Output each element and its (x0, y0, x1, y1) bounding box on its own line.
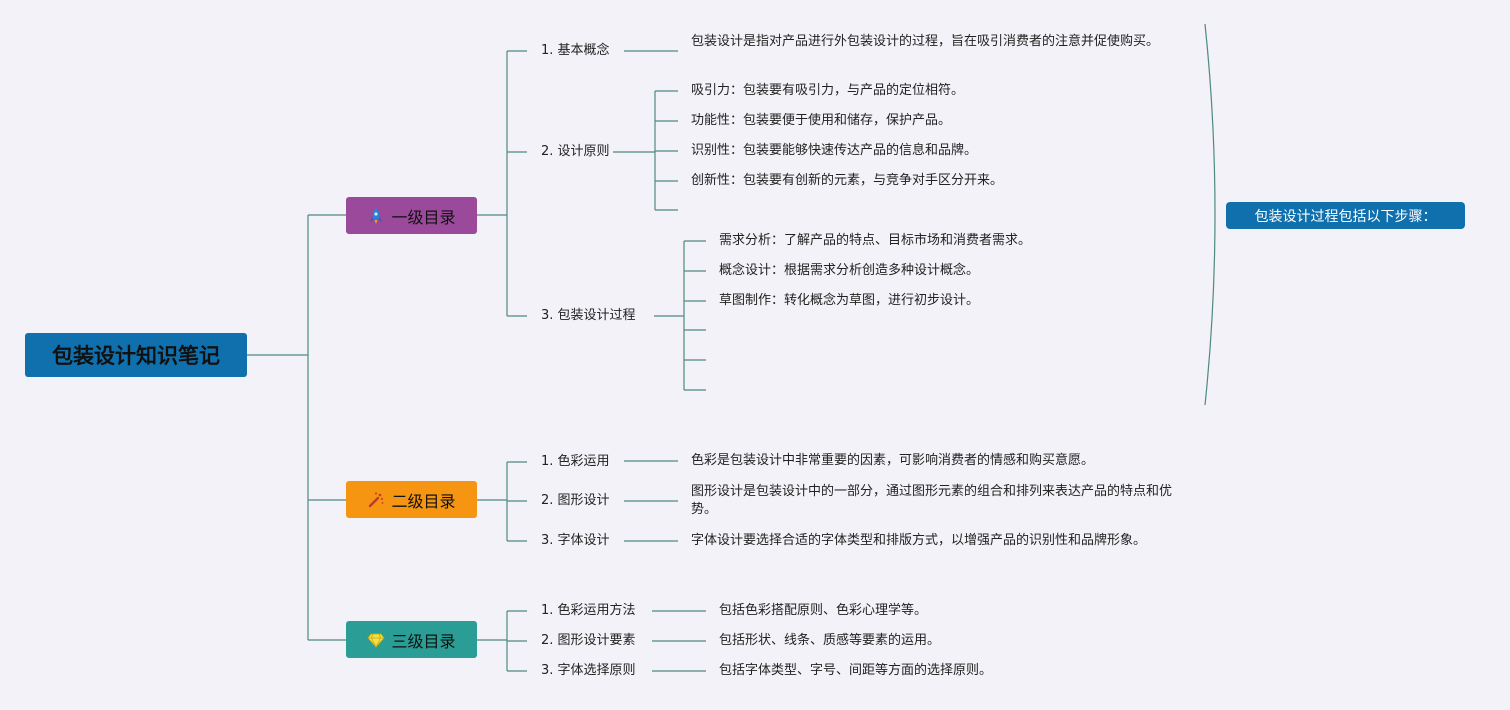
diamond-icon (367, 631, 386, 649)
leaf-process-needs[interactable]: 需求分析：了解产品的特点、目标市场和消费者需求。 (717, 232, 1034, 250)
subtopic-basic-concept[interactable]: 1. 基本概念 (539, 43, 612, 59)
leaf-process-concept[interactable]: 概念设计：根据需求分析创造多种设计概念。 (717, 262, 982, 280)
leaf-font-design[interactable]: 字体设计要选择合适的字体类型和排版方式，以增强产品的识别性和品牌形象。 (689, 532, 1149, 550)
leaf-principle-attraction[interactable]: 吸引力：包装要有吸引力，与产品的定位相符。 (689, 82, 967, 100)
subtopic-design-principles[interactable]: 2. 设计原则 (539, 144, 612, 160)
summary-callout[interactable]: 包装设计过程包括以下步骤： (1226, 202, 1465, 229)
rocket-icon (367, 207, 385, 225)
leaf-principle-function[interactable]: 功能性：包装要便于使用和储存，保护产品。 (689, 112, 954, 130)
branch-level-3[interactable]: 三级目录 (346, 621, 477, 658)
subtopic-font-principles[interactable]: 3. 字体选择原则 (539, 663, 638, 679)
branch-level-1-label: 一级目录 (391, 207, 456, 227)
branch-level-2[interactable]: 二级目录 (346, 481, 477, 518)
leaf-graphic-design[interactable]: 图形设计是包装设计中的一部分，通过图形元素的组合和排列来表达产品的特点和优势。 (689, 483, 1193, 519)
subtopic-color-methods[interactable]: 1. 色彩运用方法 (539, 603, 638, 619)
subtopic-font-design[interactable]: 3. 字体设计 (539, 533, 612, 549)
leaf-principle-identity[interactable]: 识别性：包装要能够快速传达产品的信息和品牌。 (689, 142, 980, 160)
leaf-color-methods[interactable]: 包括色彩搭配原则、色彩心理学等。 (717, 602, 930, 620)
branch-level-2-label: 二级目录 (391, 491, 456, 511)
branch-level-3-label: 三级目录 (391, 631, 456, 651)
summary-callout-label: 包装设计过程包括以下步骤： (1254, 208, 1437, 225)
leaf-principle-innovation[interactable]: 创新性：包装要有创新的元素，与竞争对手区分开来。 (689, 172, 1006, 190)
leaf-color-usage[interactable]: 色彩是包装设计中非常重要的因素，可影响消费者的情感和购买意愿。 (689, 452, 1097, 470)
subtopic-design-process[interactable]: 3. 包装设计过程 (539, 308, 638, 324)
leaf-basic-concept[interactable]: 包装设计是指对产品进行外包装设计的过程，旨在吸引消费者的注意并促使购买。 (689, 33, 1189, 51)
leaf-font-principles[interactable]: 包括字体类型、字号、间距等方面的选择原则。 (717, 662, 995, 680)
subtopic-graphic-design[interactable]: 2. 图形设计 (539, 493, 612, 509)
subtopic-graphic-elements[interactable]: 2. 图形设计要素 (539, 633, 638, 649)
leaf-graphic-elements[interactable]: 包括形状、线条、质感等要素的运用。 (717, 632, 943, 650)
leaf-process-sketch[interactable]: 草图制作：转化概念为草图，进行初步设计。 (717, 292, 982, 310)
summary-bracket (1204, 23, 1216, 406)
magic-wand-icon (367, 491, 385, 509)
root-topic-label: 包装设计知识笔记 (52, 344, 220, 368)
root-topic[interactable]: 包装设计知识笔记 (25, 333, 247, 377)
subtopic-color-usage[interactable]: 1. 色彩运用 (539, 454, 612, 470)
branch-level-1[interactable]: 一级目录 (346, 197, 477, 234)
